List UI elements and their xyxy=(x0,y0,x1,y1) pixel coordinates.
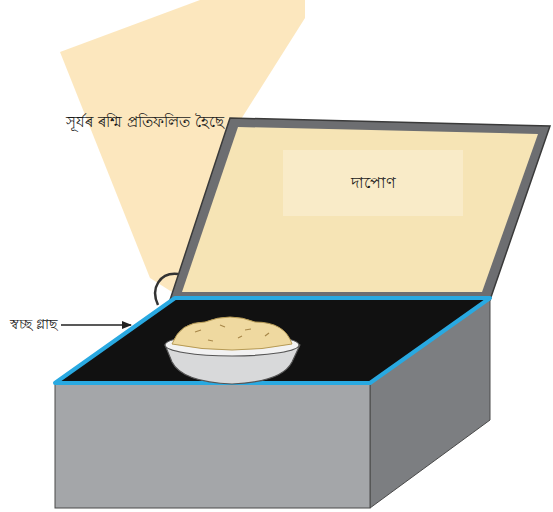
food-grains xyxy=(195,325,269,341)
sun-beam-label-area: সূৰ্যৰ ৰশ্মি প্ৰতিফলিত হৈছে xyxy=(60,92,230,154)
mirror-panel: দাপোণ xyxy=(283,150,463,216)
mirror-highlight xyxy=(283,150,463,216)
leader-line xyxy=(61,324,131,326)
mirror-face xyxy=(182,127,538,292)
beam-caption: সূৰ্যৰ ৰশ্মি প্ৰতিফলিত হৈছে xyxy=(66,111,223,134)
box-front xyxy=(55,383,370,508)
glass-top xyxy=(55,298,490,383)
mirror-label: দাপোণ xyxy=(351,171,396,196)
lid-frame xyxy=(170,118,550,300)
food xyxy=(172,317,292,350)
part-label: স্বচ্ছ গ্লাছ xyxy=(10,313,57,337)
